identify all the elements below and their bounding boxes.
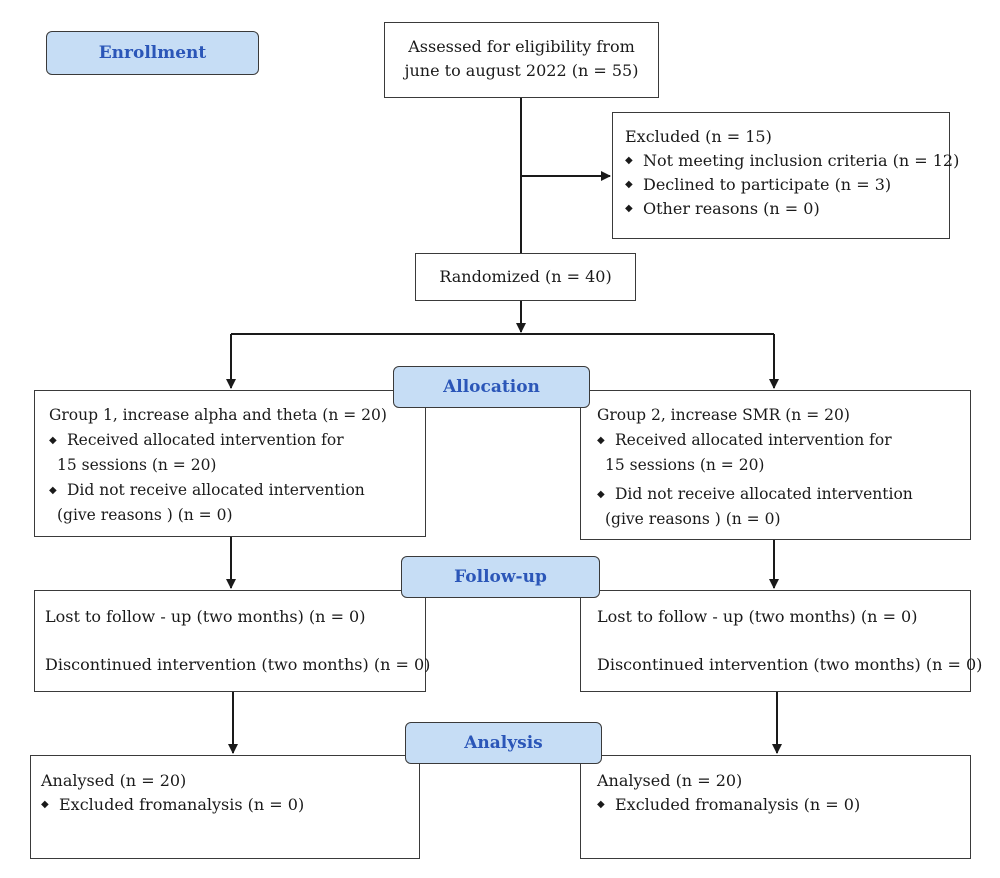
group2-excluded-analysis: ◆ Excluded fromanalysis (n = 0)	[597, 793, 970, 817]
stage-analysis: Analysis	[405, 722, 602, 764]
excluded-title: Excluded (n = 15)	[625, 127, 772, 146]
group2-followup-box: Lost to follow - up (two months) (n = 0)…	[580, 590, 983, 692]
diamond-bullet-icon: ◆	[597, 489, 605, 500]
stage-follow-up: Follow-up	[401, 556, 600, 598]
group2-received-cont: 15 sessions (n = 20)	[605, 456, 765, 474]
excluded-item: ◆ Not meeting inclusion criteria (n = 12…	[625, 149, 959, 173]
group1-allocation-box: Group 1, increase alpha and theta (n = 2…	[34, 390, 426, 537]
excluded-item: ◆ Other reasons (n = 0)	[625, 197, 949, 221]
group1-received: ◆ Received allocated intervention for	[49, 428, 425, 453]
randomized-box: Randomized (n = 40)	[415, 253, 636, 301]
group2-analysed: Analysed (n = 20)	[597, 771, 743, 790]
group1-not-received-text: Did not receive allocated intervention	[67, 481, 365, 499]
assessed-line-1: Assessed for eligibility from	[408, 37, 635, 56]
group2-received: ◆ Received allocated intervention for	[597, 428, 970, 453]
diamond-bullet-icon: ◆	[597, 799, 605, 810]
stage-follow-up-label: Follow-up	[454, 567, 547, 587]
diamond-bullet-icon: ◆	[49, 435, 57, 446]
group2-received-text: Received allocated intervention for	[615, 431, 892, 449]
group1-followup-box: Lost to follow - up (two months) (n = 0)…	[34, 590, 431, 692]
group1-analysed: Analysed (n = 20)	[41, 771, 187, 790]
group2-discontinued: Discontinued intervention (two months) (…	[597, 655, 983, 674]
excluded-box: Excluded (n = 15) ◆ Not meeting inclusio…	[612, 112, 959, 239]
group2-title: Group 2, increase SMR (n = 20)	[597, 406, 850, 424]
assessed-line-2: june to august 2022 (n = 55)	[404, 61, 639, 80]
group1-lost: Lost to follow - up (two months) (n = 0)	[45, 607, 366, 626]
diamond-bullet-icon: ◆	[597, 435, 605, 446]
excluded-item-text: Not meeting inclusion criteria (n = 12)	[643, 151, 960, 170]
group1-analysis-box: Analysed (n = 20) ◆ Excluded fromanalysi…	[30, 755, 420, 859]
group2-not-received-cont: (give reasons ) (n = 0)	[605, 510, 781, 528]
stage-enrollment-label: Enrollment	[98, 43, 207, 63]
diamond-bullet-icon: ◆	[41, 799, 49, 810]
stage-enrollment: Enrollment	[46, 31, 259, 75]
group1-title: Group 1, increase alpha and theta (n = 2…	[49, 406, 387, 424]
excluded-item-text: Declined to participate (n = 3)	[643, 175, 892, 194]
assessed-box: Assessed for eligibility from june to au…	[384, 22, 659, 98]
group1-not-received-cont: (give reasons ) (n = 0)	[57, 506, 233, 524]
group2-lost: Lost to follow - up (two months) (n = 0)	[597, 607, 918, 626]
group1-not-received: ◆ Did not receive allocated intervention	[49, 478, 425, 503]
group2-not-received: ◆ Did not receive allocated intervention	[597, 482, 970, 507]
excluded-item-text: Other reasons (n = 0)	[643, 199, 820, 218]
excluded-item: ◆ Declined to participate (n = 3)	[625, 173, 949, 197]
diamond-bullet-icon: ◆	[625, 203, 633, 214]
group2-analysis-box: Analysed (n = 20) ◆ Excluded fromanalysi…	[580, 755, 971, 859]
randomized-text: Randomized (n = 40)	[439, 267, 612, 286]
stage-analysis-label: Analysis	[464, 733, 543, 753]
stage-allocation-label: Allocation	[443, 377, 540, 397]
group1-excluded-analysis-text: Excluded fromanalysis (n = 0)	[59, 795, 305, 814]
stage-allocation: Allocation	[393, 366, 590, 408]
group2-not-received-text: Did not receive allocated intervention	[615, 485, 913, 503]
diamond-bullet-icon: ◆	[49, 485, 57, 496]
diamond-bullet-icon: ◆	[625, 179, 633, 190]
diamond-bullet-icon: ◆	[625, 155, 633, 166]
group1-received-cont: 15 sessions (n = 20)	[57, 456, 217, 474]
group1-discontinued: Discontinued intervention (two months) (…	[45, 655, 431, 674]
group2-excluded-analysis-text: Excluded fromanalysis (n = 0)	[615, 795, 861, 814]
group1-received-text: Received allocated intervention for	[67, 431, 344, 449]
group1-excluded-analysis: ◆ Excluded fromanalysis (n = 0)	[41, 793, 419, 817]
group2-allocation-box: Group 2, increase SMR (n = 20) ◆ Receive…	[580, 390, 971, 540]
